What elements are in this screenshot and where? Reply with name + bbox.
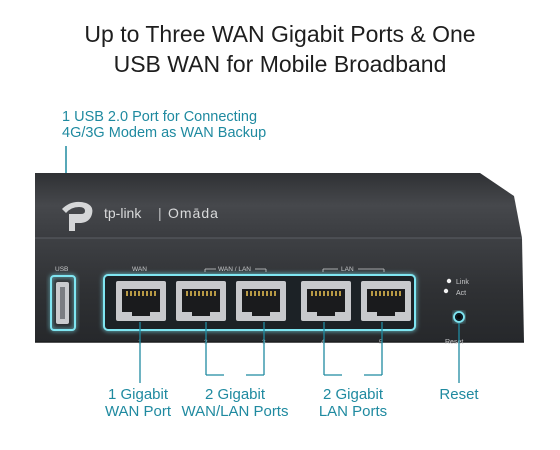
act-led-label: Act (456, 290, 466, 297)
link-led (446, 278, 452, 284)
wan-port-callout: 1 Gigabit WAN Port (73, 386, 203, 420)
series-text: Omāda (168, 205, 219, 221)
brand-text: tp-link (104, 205, 142, 221)
lan-ports-callout: 2 Gigabit LAN Ports (288, 386, 418, 420)
usb-callout-line-2: 4G/3G Modem as WAN Backup (62, 125, 267, 141)
link-led-label: Link (456, 279, 469, 286)
lan-callout-line-1: 2 Gigabit (322, 386, 384, 403)
ethernet-port-3[interactable] (236, 281, 286, 321)
reset-panel-label: Reset (445, 339, 463, 346)
callout-lines (139, 322, 460, 383)
brand-separator: | (158, 205, 162, 221)
router-top-surface (35, 173, 522, 238)
ethernet-port-1[interactable] (116, 281, 166, 321)
wan-lan-callout-line-2: WAN/LAN Ports (181, 403, 289, 420)
wan-group-label: WAN (132, 266, 147, 273)
usb-callout-line-1: 1 USB 2.0 Port for Connecting (62, 109, 258, 125)
ethernet-port-2[interactable] (176, 281, 226, 321)
usb-port-callout: 1 USB 2.0 Port for Connecting 4G/3G Mode… (62, 109, 266, 141)
reset-callout: Reset (419, 386, 499, 403)
port-number-4: 4 (321, 339, 325, 346)
ethernet-port-5[interactable] (361, 281, 411, 321)
wan-callout-line-1: 1 Gigabit (107, 386, 169, 403)
wan-lan-group-label: WAN / LAN (218, 266, 251, 273)
wan-callout-line-2: WAN Port (104, 403, 172, 420)
wan-lan-callout-line-1: 2 Gigabit (204, 386, 266, 403)
headline-line-2: USB WAN for Mobile Broadband (113, 51, 447, 77)
usb-port-highlight (50, 275, 76, 331)
ethernet-port-4[interactable] (301, 281, 351, 321)
reset-callout-label: Reset (439, 386, 479, 403)
lan-callout-line-2: LAN Ports (318, 403, 388, 420)
port-number-5: 5 (379, 339, 383, 346)
wan-lan-ports-callout: 2 Gigabit WAN/LAN Ports (170, 386, 300, 420)
ethernet-ports (116, 281, 411, 321)
headline-line-1: Up to Three WAN Gigabit Ports & One (84, 21, 476, 47)
usb-port-label: USB (55, 266, 68, 273)
lan-group-label: LAN (341, 266, 354, 273)
act-led (443, 288, 449, 294)
tp-link-logo: tp-link | Omāda (62, 201, 219, 231)
